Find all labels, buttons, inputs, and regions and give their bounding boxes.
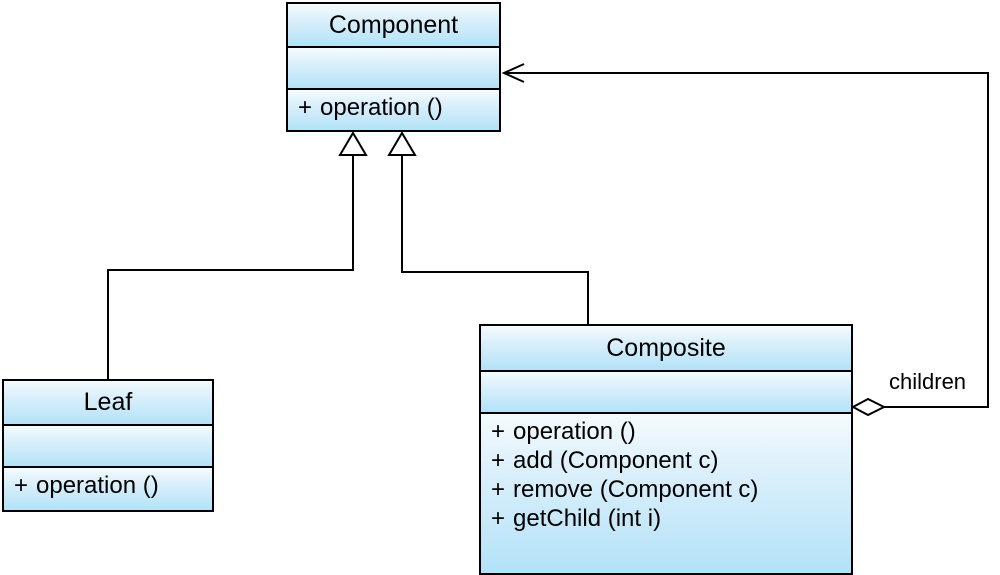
operation-visibility: +: [14, 472, 29, 499]
class-operations-compartment-leaf: + operation (): [4, 466, 212, 510]
class-name-composite: Composite: [606, 333, 726, 362]
operation-signature: operation (): [513, 418, 636, 445]
operation-visibility: +: [491, 418, 506, 445]
generalization-leaf-to-component[interactable]: [107, 131, 368, 379]
class-box-composite[interactable]: Composite + operation () + add (Componen…: [479, 324, 853, 575]
class-name-compartment-component: Component: [288, 4, 499, 46]
class-attributes-compartment-composite: [481, 370, 851, 412]
class-operations-compartment-composite: + operation () + add (Component c) + rem…: [481, 412, 851, 573]
class-operations-compartment-component: + operation (): [288, 88, 499, 130]
operation-signature: operation (): [320, 94, 443, 121]
operation-row: + operation (): [481, 418, 851, 447]
operation-visibility: +: [298, 94, 313, 121]
association-label-children: children: [889, 369, 967, 394]
operation-row: + operation (): [288, 94, 499, 123]
operation-row: + add (Component c): [481, 447, 851, 476]
operation-row: + remove (Component c): [481, 476, 851, 505]
operation-signature: getChild (int i): [513, 505, 662, 532]
operation-signature: add (Component c): [513, 447, 719, 474]
hollow-diamond-icon: [850, 397, 887, 417]
class-attributes-compartment-component: [288, 46, 499, 88]
hollow-triangle-icon: [338, 131, 368, 156]
class-name-leaf: Leaf: [83, 388, 133, 416]
operation-visibility: +: [491, 505, 506, 532]
operation-row: + operation (): [4, 472, 212, 501]
hollow-triangle-icon: [387, 131, 417, 156]
operation-signature: remove (Component c): [513, 476, 759, 503]
class-attributes-compartment-leaf: [4, 424, 212, 466]
generalization-composite-to-component[interactable]: [387, 131, 589, 324]
operation-visibility: +: [491, 447, 506, 474]
class-name-component: Component: [328, 10, 459, 39]
operation-visibility: +: [491, 476, 506, 503]
operation-row: + getChild (int i): [481, 505, 851, 534]
class-box-component[interactable]: Component + operation (): [286, 2, 501, 132]
operation-signature: operation (): [36, 472, 159, 499]
aggregation-composite-children-to-component[interactable]: [501, 63, 989, 417]
class-box-leaf[interactable]: Leaf + operation (): [2, 379, 214, 512]
open-arrowhead-icon: [501, 63, 525, 83]
class-name-compartment-composite: Composite: [481, 326, 851, 370]
class-name-compartment-leaf: Leaf: [4, 381, 212, 424]
